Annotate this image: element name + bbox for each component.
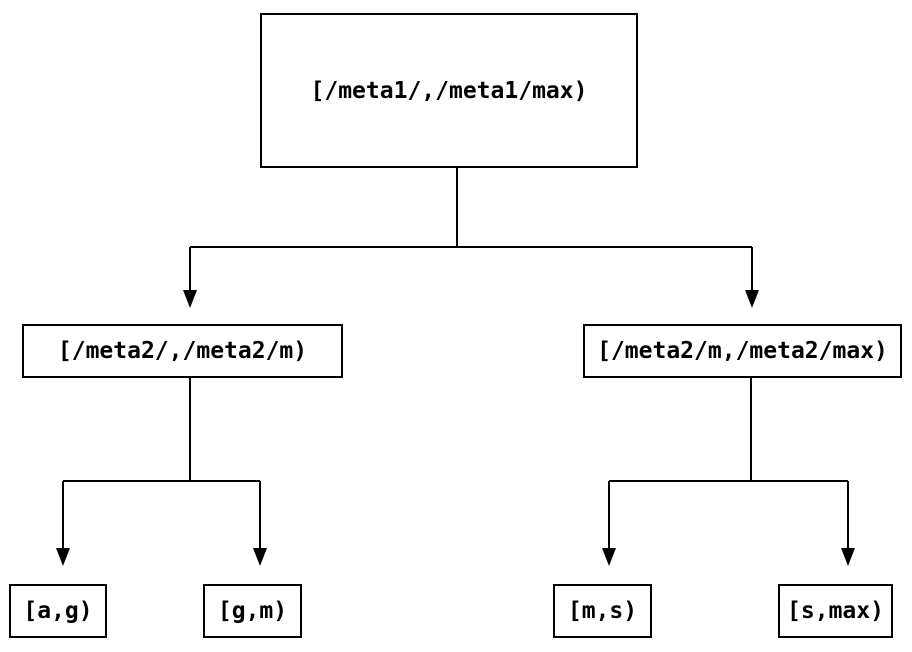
tree-node-leaf-a-g-label: [a,g) [23, 598, 93, 624]
edge-left-child-to-leaves [56, 378, 267, 566]
edge-root-to-children [183, 168, 759, 308]
tree-node-leaf-a-g: [a,g) [9, 584, 107, 638]
edge-right-child-to-leaves [602, 378, 855, 566]
tree-node-leaf-m-s: [m,s) [553, 584, 652, 638]
tree-node-leaf-m-s-label: [m,s) [567, 598, 638, 624]
arrowhead-leaf-ms [602, 548, 616, 566]
tree-node-right-child-label: [/meta2/m,/meta2/max) [597, 338, 888, 364]
tree-node-leaf-s-max: [s,max) [778, 584, 893, 638]
tree-node-left-child: [/meta2/,/meta2/m) [22, 324, 343, 378]
tree-node-leaf-s-max-label: [s,max) [787, 598, 884, 624]
tree-node-leaf-g-m: [g,m) [203, 584, 302, 638]
tree-node-left-child-label: [/meta2/,/meta2/m) [57, 338, 308, 364]
arrowhead-leaf-smax [841, 548, 855, 566]
tree-node-root-label: [/meta1/,/meta1/max) [310, 77, 588, 104]
arrowhead-leaf-gm [253, 548, 267, 566]
tree-node-right-child: [/meta2/m,/meta2/max) [583, 324, 902, 378]
tree-node-leaf-g-m-label: [g,m) [217, 598, 288, 624]
tree-node-root: [/meta1/,/meta1/max) [260, 13, 638, 168]
arrowhead-right-child [745, 290, 759, 308]
arrowhead-leaf-ag [56, 548, 70, 566]
arrowhead-left-child [183, 290, 197, 308]
